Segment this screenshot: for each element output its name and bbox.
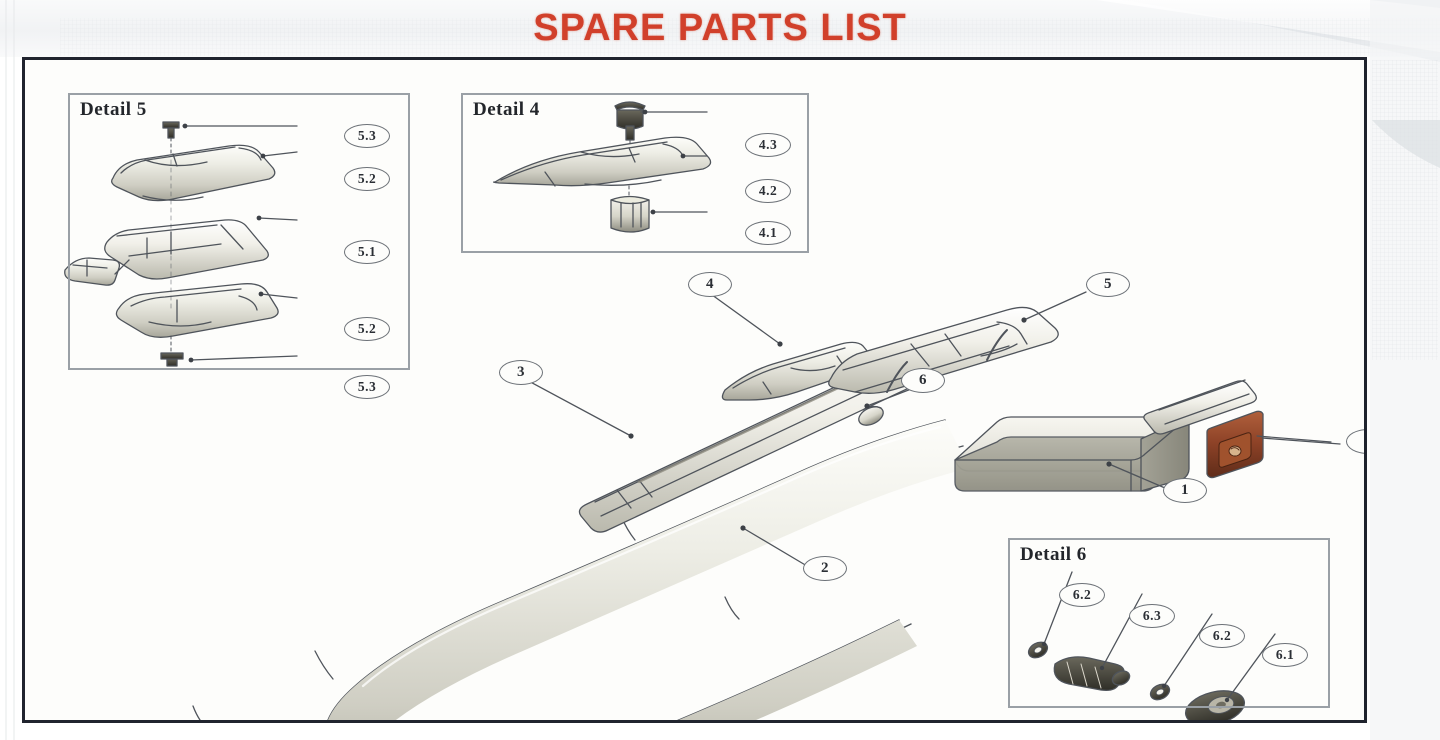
title-bar: SPARE PARTS LIST [0,0,1440,57]
detail-panel-6-title: Detail 6 [1020,544,1087,565]
callout-6-1[interactable]: 6.1 [1262,643,1308,667]
drawing-frame: Detail 5 5.3 5.2 5.1 5.2 5.3 Detail 4 4.… [22,57,1367,723]
detail-panel-5-title: Detail 5 [80,99,147,120]
detail-panel-4: Detail 4 4.3 4.2 4.1 [461,93,809,253]
callout-6-2-right[interactable]: 6.2 [1199,624,1245,648]
callout-2[interactable]: 2 [803,555,847,581]
callout-5[interactable]: 5 [1086,271,1130,297]
detail-panel-5: Detail 5 5.3 5.2 5.1 5.2 5.3 [68,93,410,399]
callout-5-3-bottom[interactable]: 5.3 [344,375,390,399]
callout-5-2-upper[interactable]: 5.2 [344,167,390,191]
callout-5-2-lower[interactable]: 5.2 [344,317,390,341]
callout-6[interactable]: 6 [901,367,945,393]
callout-3[interactable]: 3 [499,359,543,385]
detail-panel-4-title: Detail 4 [473,99,540,120]
detail-panel-6: Detail 6 6.2 6.3 6.2 6.1 [1008,538,1330,708]
callout-4[interactable]: 4 [688,271,732,297]
callout-4-1[interactable]: 4.1 [745,221,791,245]
callout-1[interactable]: 1 [1163,477,1207,503]
callout-6-2-left[interactable]: 6.2 [1059,583,1105,607]
callout-5-3-top[interactable]: 5.3 [344,124,390,148]
callout-4-3[interactable]: 4.3 [745,133,791,157]
callout-4-2[interactable]: 4.2 [745,179,791,203]
callout-5-1[interactable]: 5.1 [344,240,390,264]
page-title: SPARE PARTS LIST [533,7,907,49]
callout-6-3[interactable]: 6.3 [1129,604,1175,628]
